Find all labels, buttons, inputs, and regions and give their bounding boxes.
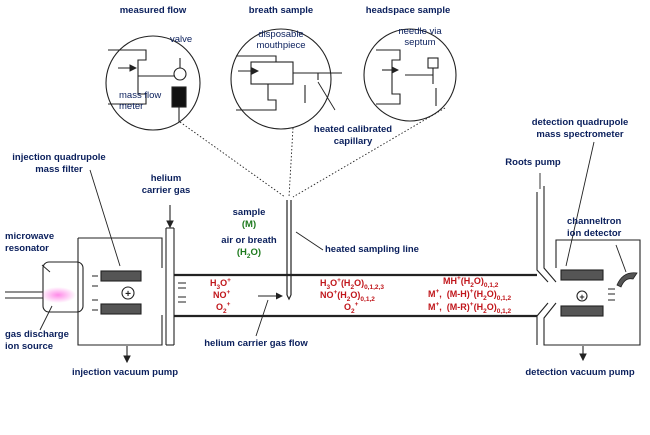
label-roots-pump: Roots pump [505,157,561,168]
label-heated-sampling-line: heated sampling line [325,244,419,255]
dashed-ticks [92,275,186,311]
label-helium-carrier-flow: helium carrier gas flow [204,338,308,349]
ion-precursor-3: O2+ [216,301,231,315]
label-h2o: (H2O) [236,247,262,260]
label-gas-discharge-1: gas discharge [5,329,69,340]
label-detection-quad-1: detection quadrupole [531,117,629,128]
label-detection-vacuum-pump: detection vacuum pump [525,367,635,378]
source-housing [5,205,175,364]
label-injection-vacuum-pump: injection vacuum pump [71,367,179,378]
label-microwave-1: microwave [5,231,55,242]
label-microwave-2: resonator [5,243,49,254]
ion-reagent-1: H3O+(H2O)0,1,2,3 [320,277,384,291]
label-gas-discharge-2: ion source [5,341,54,352]
label-disposable-1: disposable [258,29,304,40]
flow-tube [174,273,537,337]
title-breath-sample: breath sample [248,5,314,16]
title-headspace-sample: headspace sample [365,5,451,16]
label-disposable-2: mouthpiece [256,40,306,51]
ion-reagent-3: O2+ [344,301,359,315]
label-air-or-breath: air or breath [221,235,277,246]
label-sample: sample [232,207,266,218]
dotted-connectors [179,107,446,198]
label-mass-flow-2: meter [119,101,144,112]
label-needle-2: septum [404,37,436,48]
label-valve: valve [170,34,193,45]
inset-measured-flow [105,35,201,131]
label-detection-quad-2: mass spectrometer [536,129,624,140]
channeltron-leader [615,244,627,273]
inset-breath-sample [230,28,342,130]
ion-precursor-1: H3O+ [210,277,231,291]
inset-headspace-sample [363,28,457,122]
ion-product-2: M+, (M-H)+(H2O)0,1,2 [428,288,512,302]
label-leaders [39,81,336,331]
label-capillary-1: heated calibrated [313,124,393,135]
ion-product-1: MH+(H2O)0,1,2 [443,275,499,289]
detection-housing [536,141,641,362]
label-injection-quad-1: injection quadrupole [12,152,106,163]
ion-precursor-2: NO+ [213,289,231,300]
title-measured-flow: measured flow [119,5,187,16]
label-channeltron-1: channeltron [567,216,622,227]
label-sample-m: (M) [241,219,257,230]
label-injection-quad-2: mass filter [35,164,83,175]
label-capillary-2: capillary [333,136,373,147]
ion-product-3: M+, (M-R)+(H2O)0,1,2 [428,301,512,315]
label-channeltron-2: ion detector [567,228,622,239]
horn-detector [616,272,638,288]
ion-reagent-2: NO+(H2O)0,1,2 [320,289,375,303]
label-mass-flow-1: mass flow [119,90,162,101]
label-helium-1: helium [150,173,182,184]
dashed-ticks-right [608,288,615,301]
heated-sampling-line [286,200,324,301]
plus-symbol: + [125,289,131,300]
label-needle-1: needle via [398,26,442,37]
plus-symbol-2: + [579,292,584,302]
label-helium-2: carrier gas [141,185,191,196]
